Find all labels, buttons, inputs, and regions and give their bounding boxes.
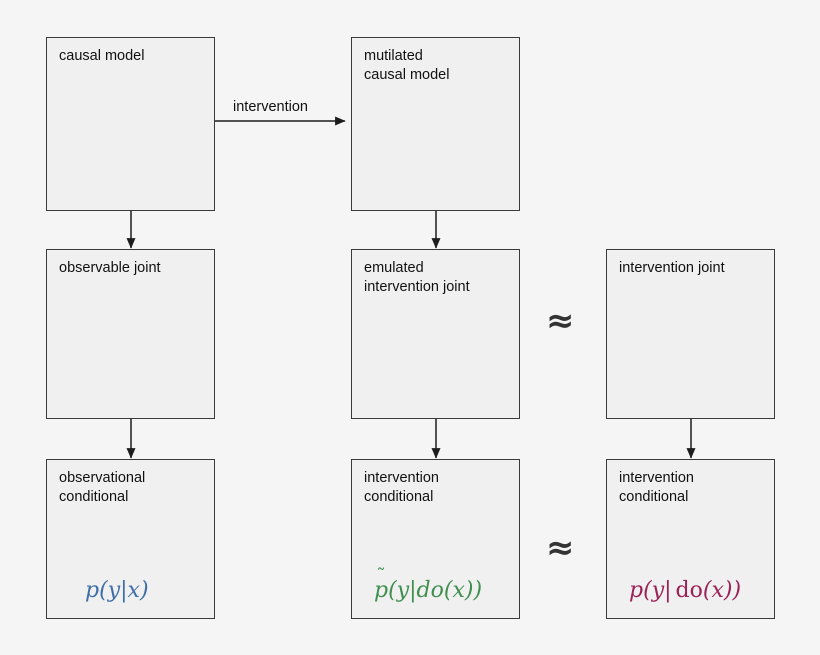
formula-open-paren-2: ( bbox=[443, 578, 453, 603]
formula-bar: | bbox=[409, 578, 417, 603]
box-observable-joint[interactable]: observable joint bbox=[46, 249, 215, 419]
formula-y: y bbox=[396, 578, 410, 603]
formula-bar: | bbox=[664, 578, 672, 603]
intervention-edge-label: intervention bbox=[233, 99, 308, 115]
formula-y: y bbox=[107, 578, 121, 603]
box-intervention-conditional-middle[interactable]: intervention conditional bbox=[351, 459, 520, 619]
formula-x: x bbox=[127, 578, 140, 603]
box-observational-conditional[interactable]: observational conditional bbox=[46, 459, 215, 619]
box-causal-model-label: causal model bbox=[59, 48, 145, 64]
box-intervention-joint[interactable]: intervention joint bbox=[606, 249, 775, 419]
box-emulated-intervention-joint[interactable]: emulated intervention joint bbox=[351, 249, 520, 419]
box-observational-conditional-label: observational conditional bbox=[59, 470, 146, 505]
formula-true-intervention-conditional: p(y|do(x)) bbox=[629, 578, 741, 603]
formula-close-paren: ) bbox=[732, 578, 742, 603]
formula-x: x bbox=[711, 578, 724, 603]
formula-x: x bbox=[452, 578, 465, 603]
formula-do: do bbox=[416, 578, 444, 603]
tilde-accent: ˜ bbox=[376, 566, 386, 588]
box-observable-joint-label: observable joint bbox=[59, 260, 161, 276]
formula-emulated-intervention-conditional: ˜p(y|do(x)) bbox=[374, 566, 483, 603]
box-mutilated-causal-model-label: mutilated causal model bbox=[364, 48, 450, 83]
formula-y: y bbox=[651, 578, 665, 603]
formula-open-paren: ( bbox=[643, 578, 652, 603]
formula-close-paren-2: ) bbox=[464, 578, 474, 603]
approx-symbol-joint-row: ≈ bbox=[546, 301, 575, 341]
box-intervention-conditional-right-label: intervention conditional bbox=[619, 470, 694, 505]
box-causal-model[interactable]: causal model bbox=[46, 37, 215, 211]
formula-p: p bbox=[85, 578, 100, 603]
formula-bar: | bbox=[120, 578, 128, 603]
formula-open-paren-2: ( bbox=[702, 578, 712, 603]
formula-p-tilde: ˜p bbox=[374, 566, 389, 603]
formula-open-paren: ( bbox=[99, 578, 108, 603]
box-intervention-conditional-middle-label: intervention conditional bbox=[364, 470, 439, 505]
formula-close-paren-2: ) bbox=[723, 578, 733, 603]
box-mutilated-causal-model[interactable]: mutilated causal model bbox=[351, 37, 520, 211]
box-intervention-conditional-right[interactable]: intervention conditional bbox=[606, 459, 775, 619]
box-emulated-intervention-joint-label: emulated intervention joint bbox=[364, 260, 470, 295]
formula-close-paren: ) bbox=[139, 578, 149, 603]
approx-symbol-conditional-row: ≈ bbox=[546, 528, 575, 568]
formula-open-paren: ( bbox=[388, 578, 397, 603]
formula-p: p bbox=[374, 578, 389, 603]
box-intervention-joint-label: intervention joint bbox=[619, 260, 725, 276]
formula-observational-conditional: p(y|x) bbox=[85, 578, 149, 603]
formula-do: do bbox=[675, 578, 703, 603]
formula-p: p bbox=[629, 578, 644, 603]
formula-close-paren: ) bbox=[473, 578, 483, 603]
